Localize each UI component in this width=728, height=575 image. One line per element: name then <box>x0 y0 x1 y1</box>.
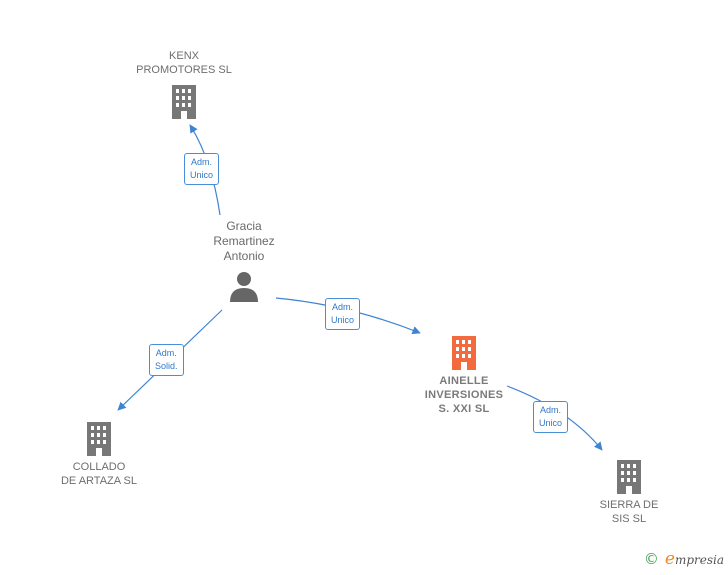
edge-label-collado[interactable]: Adm. Solid. <box>149 344 184 376</box>
edge-label-sierra[interactable]: Adm. Unico <box>533 401 569 433</box>
node-label: KENX PROMOTORES SL <box>136 50 232 76</box>
building-icon <box>452 336 476 370</box>
node-gracia[interactable]: Gracia Remartinez Antonio <box>184 219 304 302</box>
edge-label-ainelle[interactable]: Adm. Unico <box>325 298 361 330</box>
node-sierra[interactable]: SIERRA DE SIS SL <box>569 458 689 526</box>
person-icon <box>230 272 258 302</box>
edge-label-kenx[interactable]: Adm. Unico <box>184 153 220 185</box>
node-ainelle[interactable]: AINELLE INVERSIONES S. XXI SL <box>404 334 524 416</box>
node-collado[interactable]: COLLADO DE ARTAZA SL <box>39 420 159 488</box>
node-kenx[interactable]: KENX PROMOTORES SL <box>124 49 244 119</box>
node-label: Gracia Remartinez Antonio <box>213 219 275 263</box>
empresia-logo[interactable]: © empresia <box>644 549 724 569</box>
node-label: AINELLE INVERSIONES S. XXI SL <box>424 375 504 415</box>
brand-text: mpresia <box>674 553 724 567</box>
building-icon <box>172 85 196 119</box>
building-icon <box>617 460 641 494</box>
building-icon <box>87 422 111 456</box>
node-label: COLLADO DE ARTAZA SL <box>60 461 137 487</box>
node-label: SIERRA DE SIS SL <box>599 499 659 525</box>
brand-first-letter: e <box>664 549 675 569</box>
copyright-icon: © <box>643 550 659 568</box>
